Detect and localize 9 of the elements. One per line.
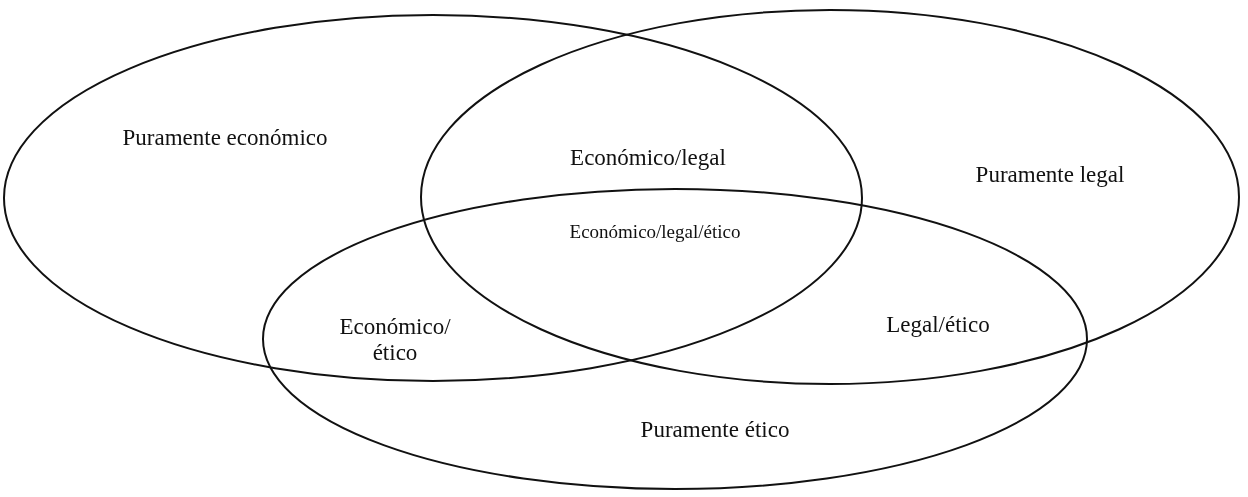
region-label: Económico/legal [569,145,727,171]
region-label: Económico/legal/ético [568,221,742,243]
region-label: Puramente económico [122,125,328,151]
region-label: Legal/ético [885,312,991,338]
ellipse [3,14,863,382]
region-label: Económico/ ético [338,314,452,366]
region-label: Puramente legal [975,162,1125,188]
ellipse [262,188,1088,490]
region-label: Puramente ético [640,417,790,443]
